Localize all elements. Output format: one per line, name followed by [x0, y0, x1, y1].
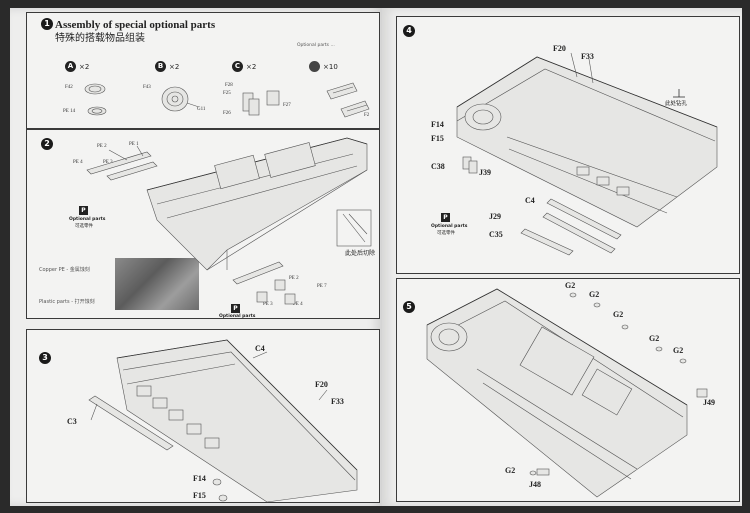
part-g11: G11: [197, 107, 206, 112]
s3-c3: C3: [67, 417, 77, 426]
step1-title: Assembly of special optional parts: [55, 19, 216, 31]
s4-j29: J29: [489, 212, 501, 221]
s5-g2e: G2: [673, 346, 684, 355]
optional-parts-icon-3: P: [441, 213, 450, 222]
s5-g2b: G2: [589, 290, 600, 299]
optional-parts-label-2: Optional parts: [219, 314, 256, 319]
s5-g2c: G2: [613, 310, 624, 319]
optional-parts-label-cn: 可选零件: [75, 224, 93, 229]
s5-g2d: G2: [649, 334, 660, 343]
step1-drawings: [84, 82, 370, 118]
step3-number: 3: [39, 352, 51, 364]
s4-c38: C38: [431, 162, 445, 171]
s2-pe2b: PE 2: [289, 276, 299, 281]
s2-pe3: PE 3: [103, 160, 113, 165]
step5-panel: 5 G2 G2 G2 G2 G2 J49 G2 J48: [396, 278, 740, 502]
s3-f33: F33: [331, 397, 344, 406]
s5-j48: J48: [529, 480, 541, 489]
s2-pe7: PE 7: [317, 284, 327, 289]
part-f26: F26: [223, 111, 231, 116]
part-f2: F2: [364, 113, 370, 118]
s5-j49: J49: [703, 398, 715, 407]
step2-number: 2: [41, 138, 53, 150]
step1-title-cn: 特殊的搭载物品组装: [55, 33, 145, 44]
s4-f15: F15: [431, 134, 444, 143]
step4-drawings: [456, 52, 718, 256]
s4-f33: F33: [581, 52, 594, 61]
s4-c4: C4: [525, 196, 535, 205]
s3-c4: C4: [255, 344, 265, 353]
s5-g2a: G2: [565, 281, 576, 290]
optional-parts-label-cn-3: 可选零件: [437, 231, 455, 236]
optional-parts-icon-2: P: [231, 304, 240, 313]
s2-pe2a: PE 2: [97, 144, 107, 149]
optional-parts-label-3: Optional parts: [431, 224, 468, 229]
step5-number: 5: [403, 301, 415, 313]
group-a-badge: A: [65, 61, 76, 72]
group-d-qty: ×10: [323, 63, 338, 71]
part-f25: F25: [223, 91, 231, 96]
s4-j39: J39: [479, 168, 491, 177]
s2-pe4b: PE 4: [293, 302, 303, 307]
left-page: 1 Assembly of special optional parts 特殊的…: [10, 8, 382, 506]
step1-number: 1: [41, 18, 53, 30]
s4-f14: F14: [431, 120, 444, 129]
s4-f20: F20: [553, 44, 566, 53]
part-f43: F43: [143, 85, 151, 90]
s5-g2f: G2: [505, 466, 516, 475]
step3-drawings: [88, 339, 358, 503]
part-f27: F27: [283, 103, 291, 108]
step4-number: 4: [403, 25, 415, 37]
group-a-qty: ×2: [79, 63, 90, 71]
step5-drawings: [426, 288, 708, 498]
s3-f15: F15: [193, 491, 206, 500]
s4-c35: C35: [489, 230, 503, 239]
right-page: 4 F20 F33 此处钻孔 F14 F15 C38 J39 C4 J29 C3…: [382, 8, 742, 506]
part-f28: F28: [225, 83, 233, 88]
cut-note: 此处后切除: [345, 250, 376, 257]
group-d-badge: [309, 61, 320, 72]
group-c-badge: C: [232, 61, 243, 72]
drill-note: 此处钻孔: [665, 101, 688, 107]
step3-panel: 3 C4 F20 F33 C3 F14 F15: [26, 329, 380, 503]
step1-panel: 1 Assembly of special optional parts 特殊的…: [26, 12, 380, 129]
s2-pe4: PE 4: [73, 160, 83, 165]
s3-f20: F20: [315, 380, 328, 389]
copper-pe-legend: Copper PE - 金属蚀刻: [39, 267, 90, 273]
plastic-parts-legend: Plastic parts - 打开蚀刻: [39, 299, 95, 305]
s2-pe1: PE 1: [129, 142, 139, 147]
optional-parts-label: Optional parts: [69, 217, 106, 222]
group-b-qty: ×2: [169, 63, 180, 71]
s2-pe3b: PE 3: [263, 302, 273, 307]
step4-panel: 4 F20 F33 此处钻孔 F14 F15 C38 J39 C4 J29 C3…: [396, 16, 740, 274]
reference-photo: [115, 258, 199, 310]
step2-drawings: [86, 137, 372, 305]
step2-panel: 2 PE 2 PE 1 PE 4 PE 3 P Optional parts 可…: [26, 129, 380, 319]
group-b-badge: B: [155, 61, 166, 72]
optional-parts-icon: P: [79, 206, 88, 215]
step1-note: Optional parts ...: [297, 43, 335, 48]
part-f42: F42: [65, 85, 73, 90]
group-c-qty: ×2: [246, 63, 257, 71]
s3-f14: F14: [193, 474, 206, 483]
part-pe14: PE 14: [63, 109, 76, 114]
